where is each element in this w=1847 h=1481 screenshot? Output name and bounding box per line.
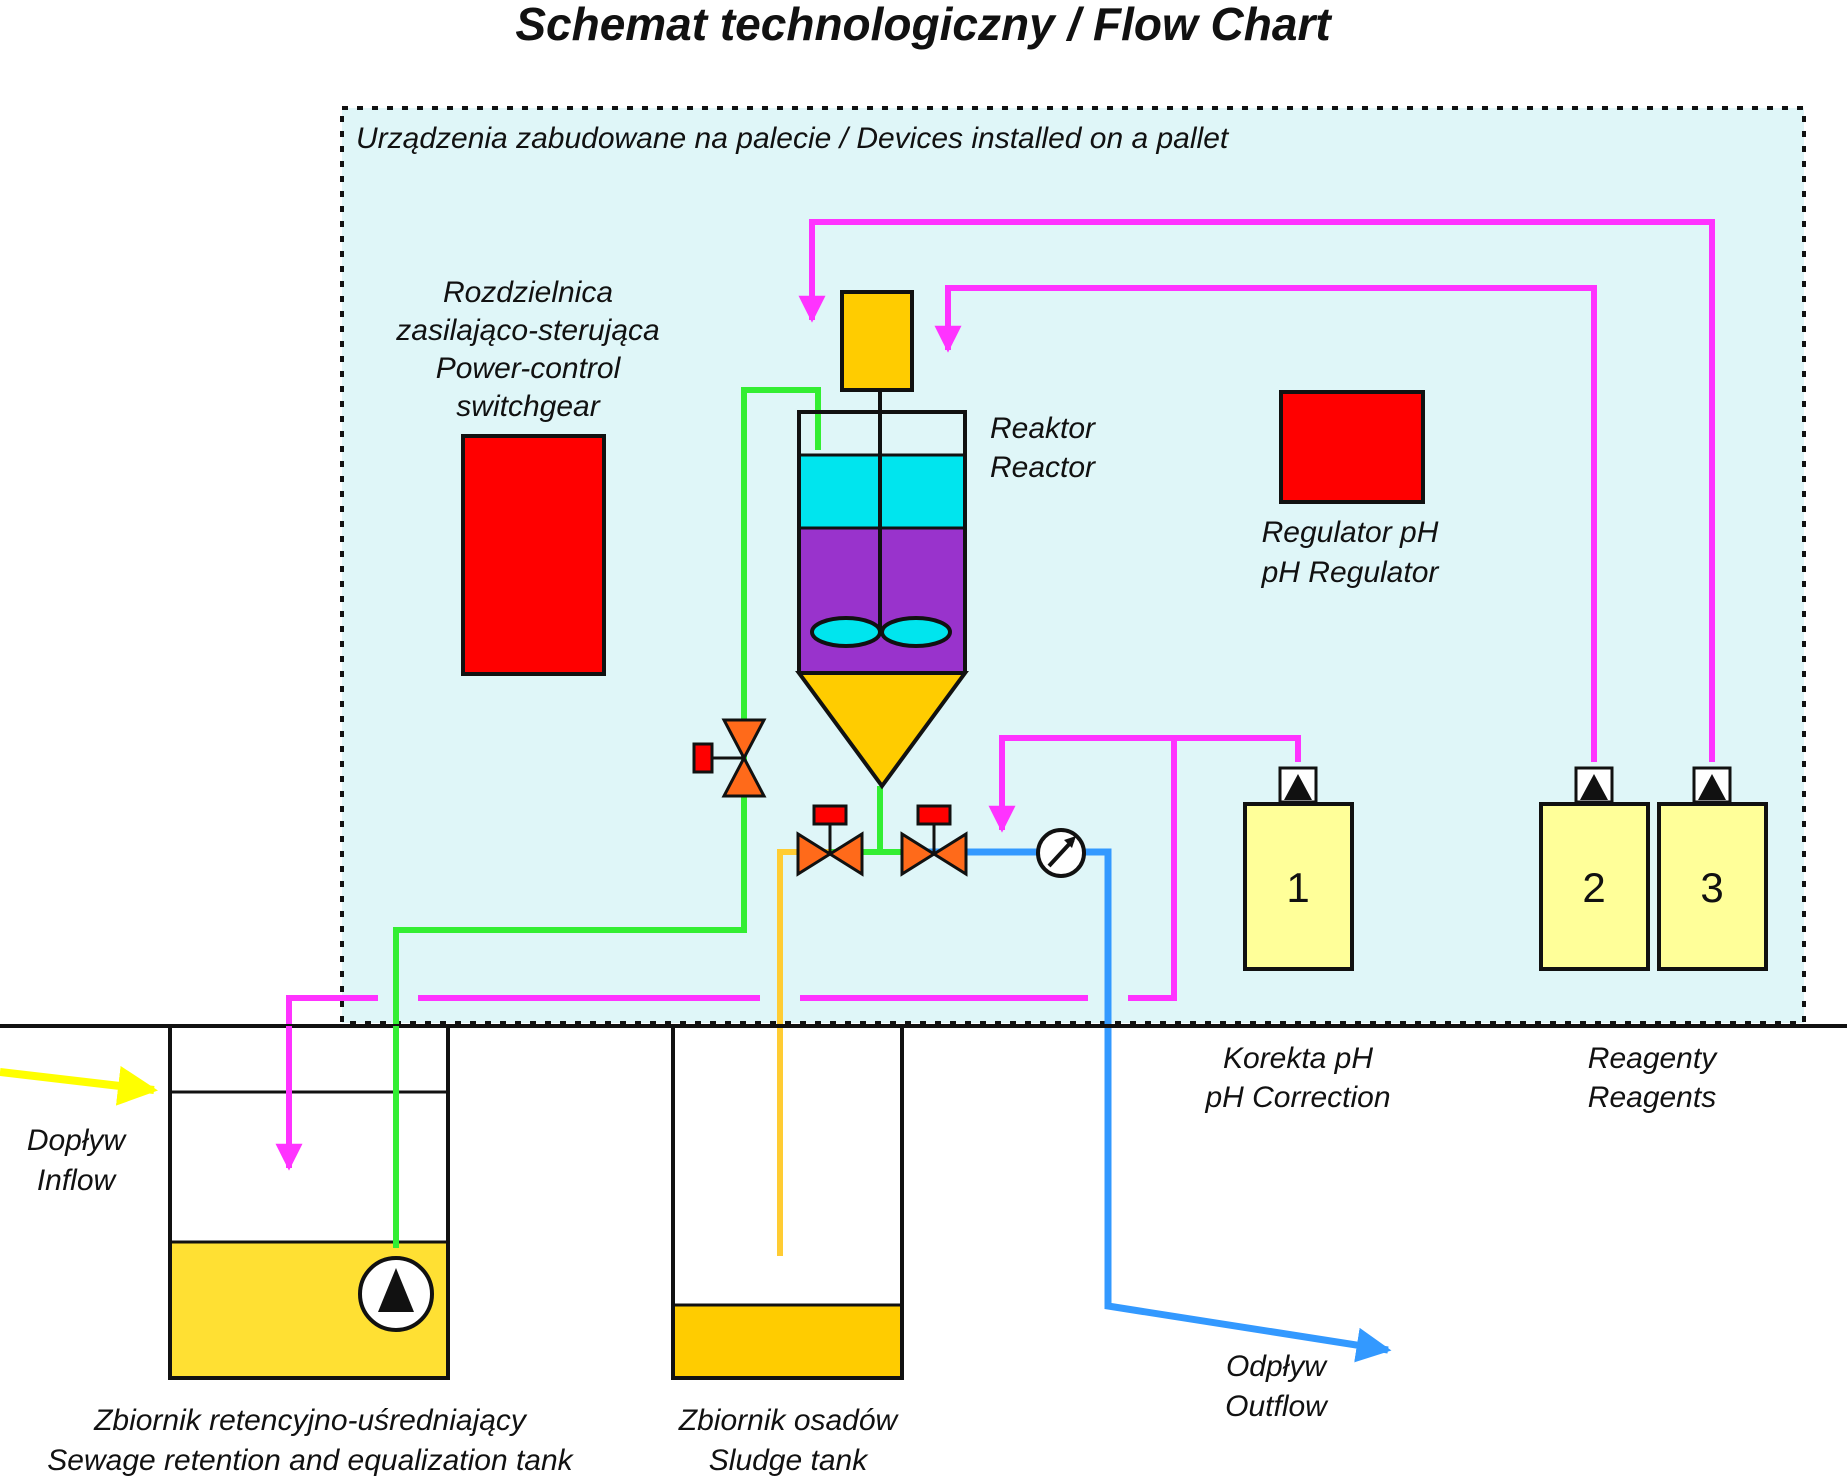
feed-valve	[692, 718, 767, 798]
inflow-label: Dopływ	[27, 1124, 128, 1157]
ph-regulator-box	[1279, 390, 1425, 504]
reactor-label: Reaktor	[990, 412, 1096, 445]
sludge-valve	[796, 804, 864, 877]
ph-regulator-label: pH Regulator	[1261, 556, 1440, 589]
reactor-label: Reactor	[990, 451, 1096, 484]
dosing-tank-1: 1	[1243, 766, 1354, 971]
sludge-tank	[671, 1026, 904, 1380]
reagents-label: Reagents	[1588, 1081, 1716, 1114]
reagents-label: Reagenty	[1588, 1042, 1718, 1075]
retention-tank-label: Zbiornik retencyjno-uśredniający	[93, 1404, 528, 1437]
switchgear-cabinet	[461, 434, 606, 676]
dosing-tank-3: 3	[1657, 766, 1768, 971]
outflow-label: Odpływ	[1226, 1350, 1328, 1383]
sludge-level	[673, 1305, 902, 1378]
outflow-valve	[900, 804, 968, 877]
feed-line	[393, 387, 821, 1248]
ph-sensor-icon	[1036, 828, 1086, 878]
reactor-cone	[795, 671, 969, 790]
feed-pump-icon	[358, 1256, 434, 1332]
retention-tank-label: Sewage retention and equalization tank	[47, 1444, 574, 1477]
sludge-tank-label: Zbiornik osadów	[678, 1404, 900, 1437]
pallet-label: Urządzenia zabudowane na palecie / Devic…	[356, 122, 1230, 155]
switchgear-label: switchgear	[456, 390, 600, 423]
ph-correction-branch	[1128, 738, 1177, 1001]
switchgear-label: Rozdzielnica	[443, 276, 613, 309]
ph-correction-label: Korekta pH	[1223, 1042, 1373, 1075]
reagent-line-3	[798, 219, 1715, 762]
sludge-tank-label: Sludge tank	[709, 1444, 869, 1477]
tank-number: 1	[1286, 864, 1309, 911]
outflow-label: Outflow	[1225, 1390, 1329, 1423]
ph-regulator-label: Regulator pH	[1262, 516, 1439, 549]
mixer-blade	[810, 616, 882, 648]
switchgear-labels: Rozdzielnica zasilająco-sterująca Power-…	[395, 276, 659, 423]
outflow-line	[928, 848, 1392, 1363]
tank-number: 3	[1700, 864, 1723, 911]
inflow-label: Inflow	[37, 1164, 118, 1197]
switchgear-label: zasilająco-sterująca	[395, 314, 659, 347]
ph-correction-label: pH Correction	[1204, 1081, 1390, 1114]
dosing-tank-2: 2	[1539, 766, 1650, 971]
reagent-line-2	[934, 285, 1597, 762]
inflow-arrow	[0, 1065, 158, 1106]
switchgear-label: Power-control	[436, 352, 622, 385]
reactor	[795, 290, 969, 790]
tank-number: 2	[1582, 864, 1605, 911]
ph-correction-line	[988, 735, 1301, 833]
diagram-title: Schemat technologiczny / Flow Chart	[515, 0, 1332, 50]
mixer-blade	[880, 616, 952, 648]
mixer-motor	[840, 290, 914, 392]
